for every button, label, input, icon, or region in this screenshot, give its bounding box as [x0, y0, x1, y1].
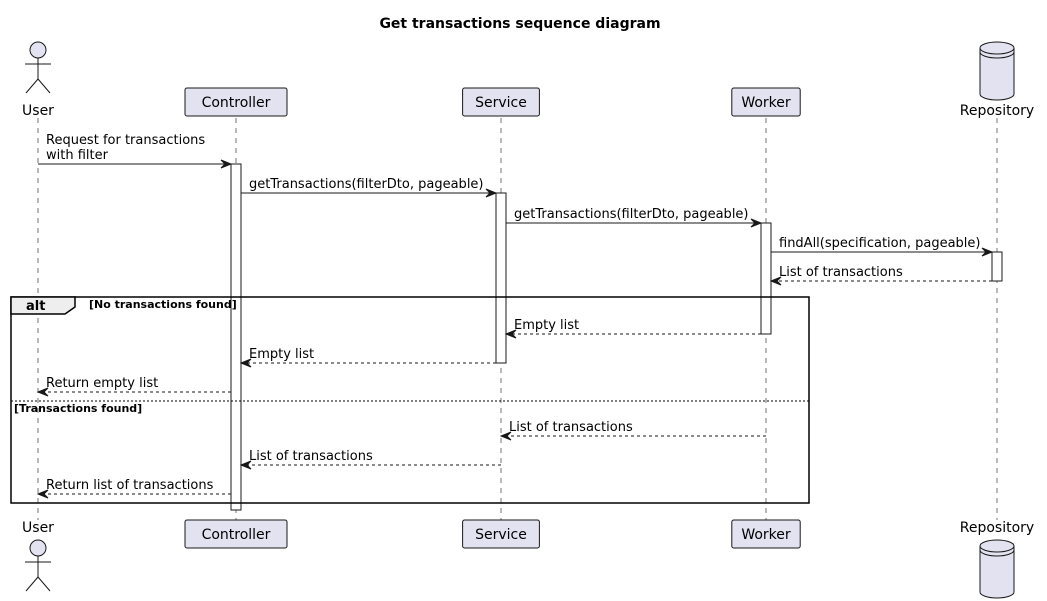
participant-label: Repository: [960, 103, 1034, 119]
message-label: Empty list: [249, 347, 314, 362]
actor-head-icon: [29, 41, 47, 59]
arrowhead-icon: [499, 431, 512, 441]
actor-leg-right: [37, 78, 51, 94]
actor-user-bottom: User: [22, 520, 54, 592]
participant-service-top: Service: [462, 87, 540, 117]
participant-box: [462, 87, 540, 117]
arrowhead-icon: [36, 489, 49, 499]
message-9: List of transactions: [499, 420, 766, 441]
participant-box: [462, 519, 540, 549]
arrowhead-icon: [750, 218, 763, 228]
participant-label: Service: [475, 527, 527, 543]
alt-guard-2: [Transactions found]: [14, 402, 142, 415]
participant-box: [731, 87, 801, 117]
alt-guard-1: [No transactions found]: [89, 298, 237, 311]
participants: UserUserControllerControllerServiceServi…: [22, 41, 1034, 599]
database-rim: [979, 549, 1015, 557]
actor-user-top: User: [22, 41, 54, 119]
message-label: List of transactions: [509, 420, 633, 435]
alt-tab: [10, 296, 76, 315]
participant-box: [184, 87, 288, 117]
activation-worker: [760, 222, 772, 335]
activation-repository: [991, 251, 1003, 282]
participant-box: [731, 519, 801, 549]
message-label: Return list of transactions: [46, 478, 214, 493]
message-label: with filter: [46, 148, 109, 163]
participant-label: Worker: [741, 527, 791, 543]
participant-label: Worker: [741, 95, 791, 111]
alt-keyword: alt: [26, 299, 45, 314]
message-6: Empty list: [504, 318, 761, 339]
actor-leg-right: [37, 576, 51, 592]
arrowhead-icon: [220, 159, 233, 169]
participant-worker-bottom: Worker: [731, 519, 801, 549]
participant-label: User: [22, 520, 54, 536]
participant-worker-top: Worker: [731, 87, 801, 117]
participant-label: Repository: [960, 520, 1034, 536]
alt-fragment: alt [No transactions found] [Transactions …: [10, 296, 810, 504]
arrowhead-icon: [239, 460, 252, 470]
message-label: getTransactions(filterDto, pageable): [514, 207, 749, 222]
database-rim: [979, 545, 1015, 553]
actor-leg-left: [25, 78, 39, 94]
participant-label: Controller: [202, 95, 271, 111]
arrowhead-icon: [981, 247, 994, 257]
message-label: getTransactions(filterDto, pageable): [249, 177, 484, 192]
participant-service-bottom: Service: [462, 519, 540, 549]
database-rim: [979, 47, 1015, 55]
message-label: findAll(specification, pageable): [779, 236, 981, 251]
activation-controller: [230, 163, 242, 511]
database-repository-bottom: Repository: [960, 520, 1034, 599]
message-10: List of transactions: [239, 449, 501, 470]
message-7: Empty list: [239, 347, 496, 368]
participant-controller-top: Controller: [184, 87, 288, 117]
message-label: List of transactions: [249, 449, 373, 464]
arrowhead-icon: [239, 358, 252, 368]
database-icon: [979, 539, 1015, 599]
actor-leg-left: [25, 576, 39, 592]
participant-label: Controller: [202, 527, 271, 543]
database-icon: [979, 41, 1015, 101]
database-repository-top: Repository: [960, 41, 1034, 119]
activation-service: [495, 192, 507, 364]
diagram-title: Get transactions sequence diagram: [379, 16, 660, 32]
message-3: getTransactions(filterDto, pageable): [506, 207, 763, 228]
message-label: Request for transactions: [46, 133, 205, 148]
arrowhead-icon: [485, 188, 498, 198]
message-label: List of transactions: [779, 265, 903, 280]
participant-label: Service: [475, 95, 527, 111]
alt-frame: [10, 296, 810, 504]
participant-label: User: [22, 103, 54, 119]
message-label: Return empty list: [46, 376, 158, 391]
message-11: Return list of transactions: [36, 478, 231, 499]
message-2: getTransactions(filterDto, pageable): [241, 177, 498, 198]
arrowhead-icon: [36, 387, 49, 397]
activations: [230, 163, 1003, 511]
arrowhead-icon: [769, 276, 782, 286]
actor-head-icon: [29, 539, 47, 557]
arrowhead-icon: [504, 329, 517, 339]
participant-box: [184, 519, 288, 549]
database-rim: [979, 51, 1015, 59]
message-8: Return empty list: [36, 376, 231, 397]
participant-controller-bottom: Controller: [184, 519, 288, 549]
message-label: Empty list: [514, 318, 579, 333]
message-5: List of transactions: [769, 265, 992, 286]
message-4: findAll(specification, pageable): [771, 236, 994, 257]
